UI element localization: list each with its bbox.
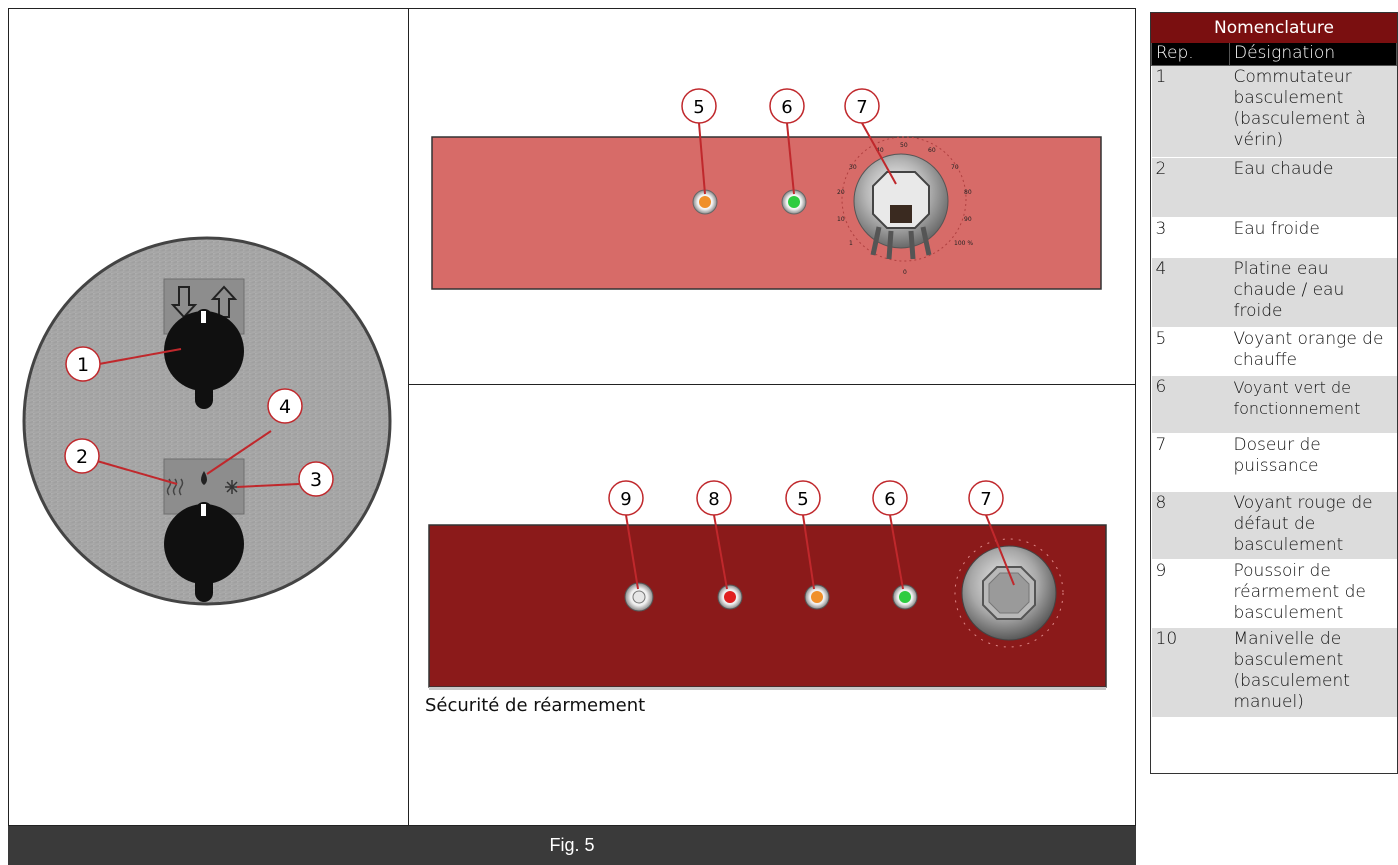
row-rep: 5: [1151, 327, 1230, 376]
callout-6-top: 6: [769, 88, 805, 124]
dial-top-tick-40: 40: [876, 147, 884, 154]
nomenclature-title: Nomenclature: [1151, 13, 1397, 43]
figure-label-bar: Fig. 5: [8, 826, 1136, 865]
row-designation: Manivelle de basculement (basculement ma…: [1229, 627, 1397, 718]
table-row: 3 Eau froide: [1151, 217, 1397, 258]
dial-top-tick-70: 70: [951, 164, 959, 171]
dial-top-tick-1: 1: [849, 240, 853, 247]
power-dial-top: 0 1 10 20 30 40 50 60 70 80 90 100 %: [837, 136, 973, 276]
figure-frame: [8, 8, 1136, 826]
control-panel-top: 0 1 10 20 30 40 50 60 70 80 90 100 % 5 6…: [431, 88, 1102, 290]
row-rep: 1: [1151, 65, 1230, 158]
steel-plate: [22, 236, 392, 606]
figure-caption: Sécurité de réarmement: [425, 695, 646, 716]
callout-9-bottom: 9: [608, 480, 644, 516]
row-designation: Platine eau chaude / eau froide: [1229, 257, 1397, 328]
header-rep: Rep.: [1151, 42, 1230, 66]
row-rep: 6: [1151, 375, 1230, 434]
table-row: 8 Voyant rouge de défaut de basculement: [1151, 491, 1397, 560]
callout-5-top: 5: [681, 88, 717, 124]
row-designation: Eau chaude: [1229, 157, 1397, 218]
dial-top-tick-90: 90: [964, 216, 972, 223]
callout-7-bottom: 7: [968, 480, 1004, 516]
row-rep: 9: [1151, 559, 1230, 628]
callout-1-label: 1: [77, 354, 89, 376]
arrow-down-icon: [170, 286, 198, 319]
arrow-up-icon: [210, 285, 238, 318]
table-row: 6 Voyant vert de fonctionnement: [1151, 375, 1397, 434]
callout-2: 2: [64, 438, 100, 474]
control-plate-illustration: 1 2 3 4: [22, 236, 392, 606]
callout-2-label: 2: [76, 446, 88, 468]
callout-6-top-label: 6: [781, 97, 792, 118]
callout-4: 4: [267, 388, 303, 424]
callout-7-top-label: 7: [856, 97, 867, 118]
led-green-bottom: [892, 584, 918, 610]
callout-3-label: 3: [310, 469, 322, 491]
table-row: 4 Platine eau chaude / eau froide: [1151, 257, 1397, 328]
dial-top-tick-50: 50: [900, 142, 908, 149]
led-orange-top: [692, 189, 718, 215]
table-row: 5 Voyant orange de chauffe: [1151, 327, 1397, 376]
figure-divider-horizontal: [408, 384, 1136, 385]
row-rep: 8: [1151, 491, 1230, 560]
led-red: [717, 584, 743, 610]
table-row: 10 Manivelle de basculement (basculement…: [1151, 627, 1397, 718]
callout-1: 1: [65, 346, 101, 382]
callout-3: 3: [298, 461, 334, 497]
table-row: 1 Commutateur basculement (basculement à…: [1151, 65, 1397, 158]
row-rep: 10: [1151, 627, 1230, 718]
dial-top-tick-30: 30: [849, 164, 857, 171]
control-panel-bottom: 9 8 5 6 7: [428, 480, 1107, 690]
header-designation: Désignation: [1229, 42, 1397, 66]
table-header-row: Rep. Désignation: [1151, 42, 1397, 66]
table-row: 9 Poussoir de réarmement de basculement: [1151, 559, 1397, 628]
callout-8-bottom: 8: [696, 480, 732, 516]
callout-6-bottom: 6: [872, 480, 908, 516]
figure-divider-vertical: [408, 8, 409, 826]
dial-top-tick-80: 80: [964, 189, 972, 196]
row-designation: Voyant rouge de défaut de basculement: [1229, 491, 1397, 560]
switch-2-bracket: [163, 458, 245, 515]
panel-top-face: [431, 136, 1102, 290]
row-designation: Voyant orange de chauffe: [1229, 327, 1397, 376]
row-designation: Eau froide: [1229, 217, 1397, 258]
reset-button: [624, 582, 654, 612]
dial-top-tick-60: 60: [928, 147, 936, 154]
nomenclature-table: Nomenclature Rep. Désignation 1 Commutat…: [1151, 13, 1397, 718]
callout-4-label: 4: [279, 396, 291, 418]
callout-7-bottom-label: 7: [980, 489, 991, 510]
dial-top-tick-20: 20: [837, 189, 845, 196]
dial-top-tick-0: 0: [903, 269, 907, 276]
row-designation: Voyant vert de fonctionnement: [1229, 375, 1397, 434]
row-rep: 3: [1151, 217, 1230, 258]
callout-5-top-label: 5: [693, 97, 704, 118]
table-row: 7 Doseur de puissance: [1151, 433, 1397, 492]
callout-7-top: 7: [844, 88, 880, 124]
callout-5-bottom-label: 5: [797, 489, 808, 510]
led-orange-bottom: [804, 584, 830, 610]
row-rep: 2: [1151, 157, 1230, 218]
callout-8-bottom-label: 8: [708, 489, 719, 510]
callout-6-bottom-label: 6: [884, 489, 895, 510]
power-dial-bottom: [954, 538, 1064, 648]
row-rep: 7: [1151, 433, 1230, 492]
callout-5-bottom: 5: [785, 480, 821, 516]
dial-top-tick-100: 100 %: [954, 240, 973, 247]
callout-9-bottom-label: 9: [620, 489, 631, 510]
nomenclature-panel: Nomenclature Rep. Désignation 1 Commutat…: [1150, 12, 1398, 774]
figure-label: Fig. 5: [549, 835, 595, 855]
switch-1-lever: [195, 309, 213, 409]
switch-2-lever: [195, 502, 213, 602]
cold-water-icon: [225, 480, 239, 494]
table-row: 2 Eau chaude: [1151, 157, 1397, 218]
row-designation: Doseur de puissance: [1229, 433, 1397, 492]
dial-top-tick-10: 10: [837, 216, 845, 223]
row-designation: Commutateur basculement (basculement à v…: [1229, 65, 1397, 158]
row-designation: Poussoir de réarmement de basculement: [1229, 559, 1397, 628]
row-rep: 4: [1151, 257, 1230, 328]
water-drop-icon: [201, 471, 207, 485]
